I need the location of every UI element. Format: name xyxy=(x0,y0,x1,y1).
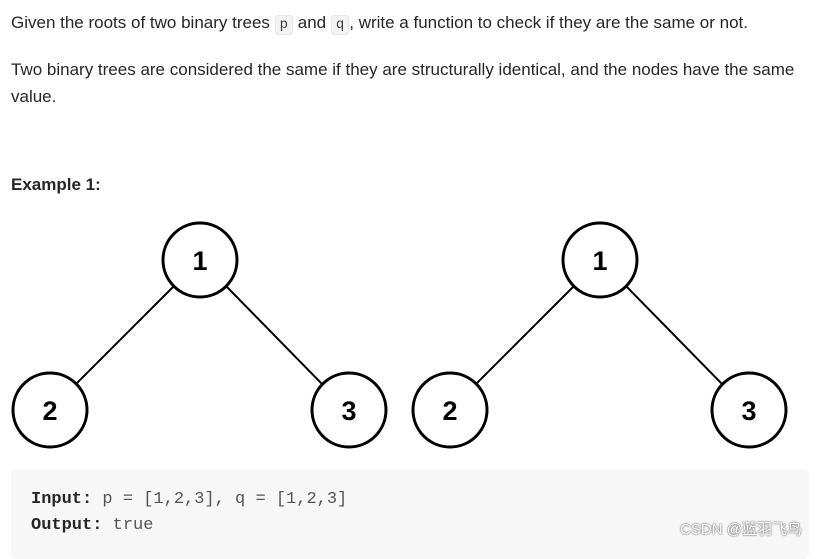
input-label: Input: xyxy=(31,490,93,509)
example-title: Example 1: xyxy=(11,175,101,194)
example-code-block: Input: p = [1,2,3], q = [1,2,3] Output: … xyxy=(11,469,809,559)
statement-text-3: , write a function to check if they are … xyxy=(349,13,749,32)
tree-p-edge-right xyxy=(226,286,323,385)
tree-q-root-node: 1 xyxy=(561,221,639,299)
tree-q-edge-right xyxy=(626,286,723,385)
tree-q-root-label: 1 xyxy=(592,246,607,276)
input-value: p = [1,2,3], q = [1,2,3] xyxy=(92,490,348,509)
tree-p-right-label: 3 xyxy=(341,396,356,426)
output-value: true xyxy=(102,516,154,535)
tree-q-left-node: 2 xyxy=(411,371,489,449)
example-trees-diagram: 1 2 3 1 2 3 xyxy=(11,221,788,449)
problem-definition: Two binary trees are considered the same… xyxy=(11,60,795,106)
tree-p-left-label: 2 xyxy=(42,396,57,426)
statement-text-1: Given the roots of two binary trees xyxy=(11,13,275,32)
tree-q-left-label: 2 xyxy=(442,396,457,426)
problem-statement: Given the roots of two binary trees p an… xyxy=(11,9,811,39)
tree-p-right-node: 3 xyxy=(310,371,388,449)
csdn-watermark: CSDN @蓝羽飞鸟 xyxy=(680,521,802,538)
tree-q-right-node: 3 xyxy=(710,371,788,449)
tree-p-root-label: 1 xyxy=(192,246,207,276)
input-line: Input: p = [1,2,3], q = [1,2,3] xyxy=(31,487,789,513)
tree-q: 1 2 3 xyxy=(411,221,788,449)
statement-text-2: and xyxy=(293,13,331,32)
tree-p-edge-left xyxy=(75,286,174,385)
inline-code-q: q xyxy=(330,15,350,35)
tree-p-root-node: 1 xyxy=(161,221,239,299)
tree-q-right-label: 3 xyxy=(741,396,756,426)
output-line: Output: true xyxy=(31,513,789,539)
tree-q-edge-left xyxy=(475,286,574,385)
tree-p: 1 2 3 xyxy=(11,221,388,449)
tree-p-left-node: 2 xyxy=(11,371,89,449)
inline-code-p: p xyxy=(274,15,294,35)
output-label: Output: xyxy=(31,516,103,535)
